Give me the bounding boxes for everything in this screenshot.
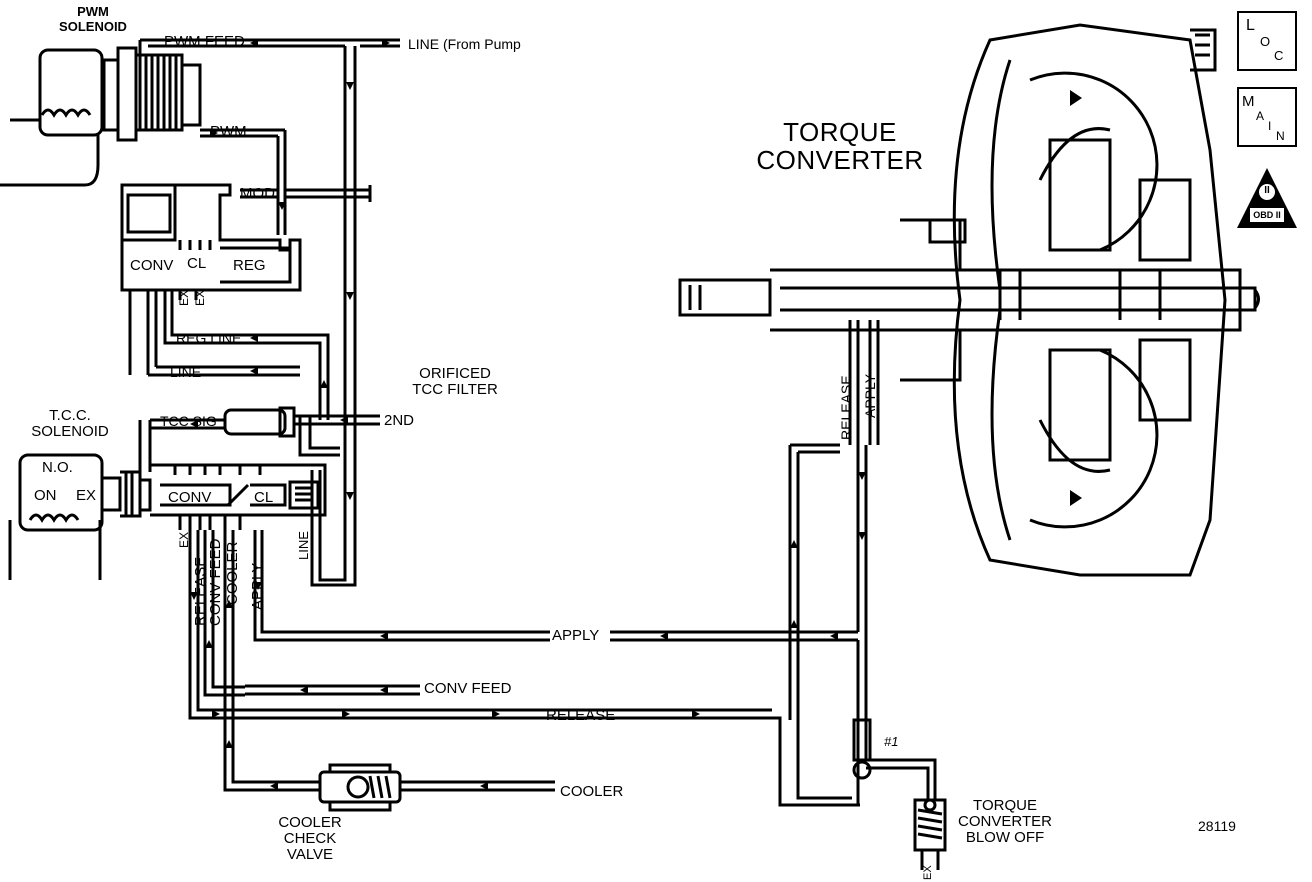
line-from-pump-label: LINE (From Pump: [408, 36, 521, 52]
normally-open-label: N.O.: [42, 459, 73, 476]
ex-solenoid-label: EX: [76, 487, 97, 504]
pwm-feed-label: PWM FEED: [164, 33, 245, 50]
reg-line-label: REG LINE: [176, 330, 242, 346]
ex-label-b: EX: [193, 289, 207, 306]
line-upper-label: LINE: [170, 364, 202, 380]
tcc-valve: [150, 463, 327, 530]
figure-number: 28119: [1198, 818, 1236, 834]
conv-lower-label: CONV: [168, 489, 212, 506]
torque-converter-title-line2: CONVERTER: [756, 145, 924, 175]
pwm-line-passages: [138, 38, 400, 587]
loc-badge-l: L: [1246, 17, 1255, 34]
blow-off-label-line2: CONVERTER: [958, 813, 1052, 830]
second-gear-label: 2ND: [384, 412, 415, 429]
torque-converter-title-line1: TORQUE: [783, 117, 897, 147]
ex-blow-off-label: EX: [922, 865, 934, 880]
loc-badge-box: [1237, 11, 1297, 71]
torque-converter-drawing: [678, 23, 1260, 577]
obd-badge-text: OBD II: [1253, 210, 1281, 220]
apply-vertical-label: APPLY: [249, 562, 266, 610]
loc-badge-c: C: [1274, 48, 1284, 63]
loc-badge-o: O: [1260, 34, 1271, 49]
ex-label-a: EX: [177, 289, 191, 306]
conv-feed-vertical-label: CONV FEED: [207, 538, 224, 626]
conv-upper-label: CONV: [130, 257, 174, 274]
tcc-filter: [150, 406, 380, 457]
lower-passages: [188, 320, 937, 807]
tcc-sig-label: TCC SIG: [160, 413, 217, 429]
tcc-solenoid-label-line1: T.C.C.: [49, 407, 91, 424]
release-line-label: RELEASE: [546, 707, 616, 724]
main-badge-i: I: [1268, 119, 1272, 133]
ex-lower-label: EX: [177, 531, 191, 548]
obd-badge-numeral: II: [1264, 185, 1270, 196]
blow-off-label: TORQUE CONVERTER BLOW OFF: [950, 798, 1060, 846]
check-ball-1: [852, 718, 872, 780]
orificed-tcc-filter-label: ORIFICED TCC FILTER: [400, 366, 510, 398]
pwm-solenoid-body: [0, 46, 202, 187]
cooler-vertical-label: COOLER: [224, 541, 241, 605]
cooler-check-valve-line2: CHECK: [283, 830, 337, 847]
main-badge-a: A: [1256, 109, 1265, 123]
blow-off-label-line3: BLOW OFF: [965, 829, 1045, 846]
cooler-check-valve-line1: COOLER: [278, 814, 342, 831]
line-lower-label: LINE: [296, 531, 311, 560]
blow-off-valve: [913, 798, 947, 870]
cooler-check-valve-line3: VALVE: [286, 846, 334, 863]
torque-converter-title: TORQUE CONVERTER: [745, 118, 935, 174]
blow-off-label-line1: TORQUE: [973, 797, 1037, 814]
check-ball-label: #1: [884, 734, 899, 749]
flow-arrows: [190, 39, 1082, 790]
regulator-valve: [120, 183, 330, 420]
conv-feed-line-label: CONV FEED: [424, 680, 512, 697]
pwm-label: PWM: [210, 123, 247, 140]
pwm-solenoid-label-line2: SOLENOID: [59, 19, 127, 34]
tcc-solenoid-label: T.C.C. SOLENOID: [20, 408, 120, 440]
reg-label: REG: [233, 257, 266, 274]
pwm-solenoid-label-line1: PWM: [77, 4, 109, 19]
apply-converter-label: APPLY: [862, 373, 878, 418]
apply-line-label: APPLY: [552, 627, 600, 644]
orificed-tcc-filter-line2: TCC FILTER: [412, 381, 498, 398]
cooler-check-valve-label: COOLER CHECK VALVE: [260, 815, 360, 863]
cooler-check-valve: [318, 763, 402, 812]
pwm-solenoid-label: PWM SOLENOID: [48, 4, 138, 34]
main-badge-n: N: [1276, 129, 1285, 143]
cl-upper-label: CL: [187, 255, 207, 272]
on-label: ON: [34, 487, 57, 504]
tcc-solenoid-label-line2: SOLENOID: [31, 423, 109, 440]
orificed-tcc-filter-line1: ORIFICED: [419, 365, 491, 382]
release-converter-label: RELEASE: [838, 375, 854, 440]
cl-lower-label: CL: [254, 489, 274, 506]
main-badge-m: M: [1242, 93, 1255, 110]
tcc-solenoid-body: [8, 420, 152, 580]
mod-label: MOD: [240, 185, 275, 202]
cooler-line-label: COOLER: [560, 783, 624, 800]
main-badge-box: [1237, 87, 1297, 147]
obd-badge-shape: [1237, 168, 1297, 228]
